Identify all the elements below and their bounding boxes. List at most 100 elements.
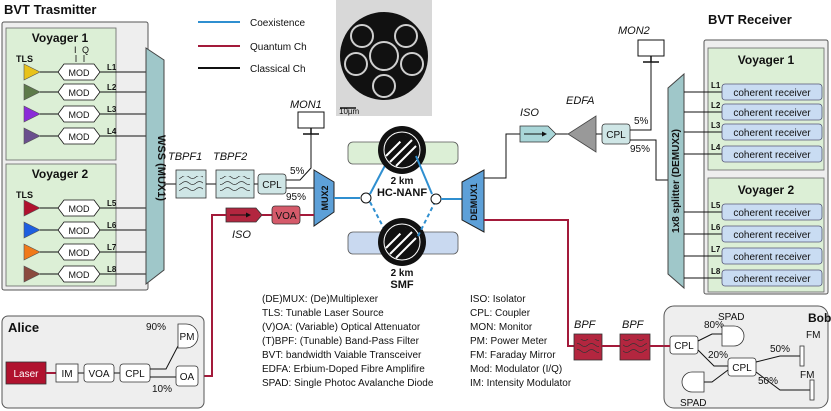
legend-quantum: Quantum Ch	[250, 42, 307, 53]
coherent-receiver-l8	[721, 269, 823, 287]
rx-lane-l4: L4	[711, 143, 721, 152]
coherent-receiver-l5-label: coherent receiver	[733, 208, 811, 219]
tls-triangle-l7	[23, 243, 41, 261]
voyager1-title: Voyager 1	[32, 31, 89, 45]
tbpf1-label: TBPF1	[168, 151, 202, 163]
glossary-left-3: (T)BPF: (Tunable) Band-Pass Filter	[262, 336, 420, 347]
voyager2-box	[5, 163, 117, 287]
mod-label-l7: MOD	[69, 248, 90, 258]
mod-label-l5: MOD	[69, 204, 90, 214]
fiber-scale-label: 10µm	[339, 107, 360, 116]
glossary-left-1: TLS: Tunable Laser Source	[262, 308, 384, 319]
glossary-left-0: (DE)MUX: (De)Multiplexer	[262, 294, 379, 305]
glossary-right: ISO: Isolator CPL: Coupler MON: Monitor …	[470, 294, 572, 389]
fiber-cross-section: 10µm	[336, 0, 432, 116]
mon2-monitor	[637, 39, 665, 57]
lane-label-l6: L6	[107, 221, 117, 230]
glossary-right-0: ISO: Isolator	[470, 294, 526, 305]
bob-pct80: 80%	[704, 320, 724, 331]
transmitter-title: BVT Trasmitter	[4, 2, 96, 17]
rx-lane-l8: L8	[711, 267, 721, 276]
tls-triangle-l5	[23, 199, 41, 217]
voa-tx-label: VOA	[275, 211, 296, 222]
im-label: IM	[61, 369, 72, 380]
tls-label-bottom: TLS	[16, 190, 33, 200]
tls-triangle-l1	[23, 63, 41, 81]
mod-label-l6: MOD	[69, 226, 90, 236]
mux2-label: MUX2	[320, 185, 330, 210]
cpl-rx-label: CPL	[606, 130, 626, 141]
coherent-receiver-l3	[721, 123, 823, 141]
spad-top	[721, 325, 745, 347]
mod-label-l2: MOD	[69, 88, 90, 98]
bpf1-label: BPF	[574, 319, 597, 331]
fm1-label: FM	[806, 330, 820, 341]
mod-label-l4: MOD	[69, 132, 90, 142]
glossary-right-4: FM: Faraday Mirror	[470, 350, 556, 361]
cpl-rx-box	[601, 123, 631, 145]
iq-i-label: I	[74, 45, 77, 55]
tls-triangle-l6	[23, 221, 41, 239]
lane-label-l2: L2	[107, 83, 117, 92]
alice-voa-label: VOA	[88, 369, 109, 380]
iq-q-label: Q	[82, 45, 89, 55]
tls-triangle-l8	[23, 265, 41, 283]
glossary-left: (DE)MUX: (De)Multiplexer TLS: Tunable La…	[262, 294, 434, 389]
cpl-tx-box	[257, 173, 287, 195]
glossary-left-4: BVT: bandwidth Vaiable Transceiver	[262, 350, 422, 361]
coherent-receiver-l3-label: coherent receiver	[733, 128, 811, 139]
legend: Coexistence Quantum Ch Classical Ch	[198, 18, 307, 75]
coherent-receiver-l2-label: coherent receiver	[733, 108, 811, 119]
mon1-label: MON1	[290, 99, 322, 111]
glossary-left-5: EDFA: Erbium-Doped Fibre Amplifire	[262, 364, 425, 375]
tls-triangle-l2	[23, 83, 41, 101]
glossary-left-2: (V)OA: (Variable) Optical Attenuator	[262, 322, 421, 333]
splitter-demux2	[667, 72, 685, 290]
lane-label-l7: L7	[107, 243, 117, 252]
bpf2-label: BPF	[622, 319, 645, 331]
coherent-receiver-l1	[721, 83, 823, 101]
legend-coexistence: Coexistence	[250, 18, 305, 29]
glossary-right-2: MON: Monitor	[470, 322, 533, 333]
bob-cpl1-label: CPL	[674, 341, 694, 352]
tls-label-top: TLS	[16, 54, 33, 64]
glossary-left-6: SPAD: Single Photoc Avalanche Diode	[262, 378, 434, 389]
rx-lane-l7: L7	[711, 245, 721, 254]
alice-box	[1, 315, 205, 409]
rx-lane-l5: L5	[711, 201, 721, 210]
lane-label-l5: L5	[107, 199, 117, 208]
fm2-label: FM	[800, 370, 814, 381]
coherent-receiver-l1-label: coherent receiver	[733, 88, 811, 99]
tx-lanes-top: MOD L1 MOD L2 MOD L3 MOD L4	[23, 63, 148, 145]
bob-cpl2-label: CPL	[732, 363, 752, 374]
switch-right	[430, 193, 442, 205]
edfa-triangle	[567, 115, 597, 153]
lane-label-l8: L8	[107, 265, 117, 274]
rx-lane-l3: L3	[711, 121, 721, 130]
rx-voyager1-title: Voyager 1	[738, 53, 795, 67]
glossary-right-3: PM: Power Meter	[470, 336, 548, 347]
mod-label-l1: MOD	[69, 68, 90, 78]
mod-label-l8: MOD	[69, 270, 90, 280]
coherent-receiver-l7	[721, 247, 823, 265]
bob-cpl2-box	[727, 357, 757, 377]
demux1-label: DEMUX1	[469, 183, 479, 221]
pct5-rx: 5%	[634, 116, 649, 127]
bob-pct50a: 50%	[770, 344, 790, 355]
tls-triangle-l4	[23, 127, 41, 145]
alice-cpl-box	[119, 363, 151, 383]
hc-nanf-length: 2 km	[391, 176, 414, 187]
laser-label: Laser	[13, 369, 39, 380]
pct5-tx: 5%	[290, 166, 305, 177]
mon2-label: MON2	[618, 25, 650, 37]
glossary-right-1: CPL: Coupler	[470, 308, 531, 319]
coherent-receiver-l4	[721, 145, 823, 163]
rx-voyager2-title: Voyager 2	[738, 183, 795, 197]
pct95-tx: 95%	[286, 192, 306, 203]
cpl-tx-label: CPL	[262, 180, 282, 191]
coherent-receiver-l5	[721, 203, 823, 221]
bob-pct50b: 50%	[758, 376, 778, 387]
glossary-right-5: Mod: Modulator (I/Q)	[470, 364, 562, 375]
rx-lane-l1: L1	[711, 81, 721, 90]
switch-left	[360, 192, 372, 204]
